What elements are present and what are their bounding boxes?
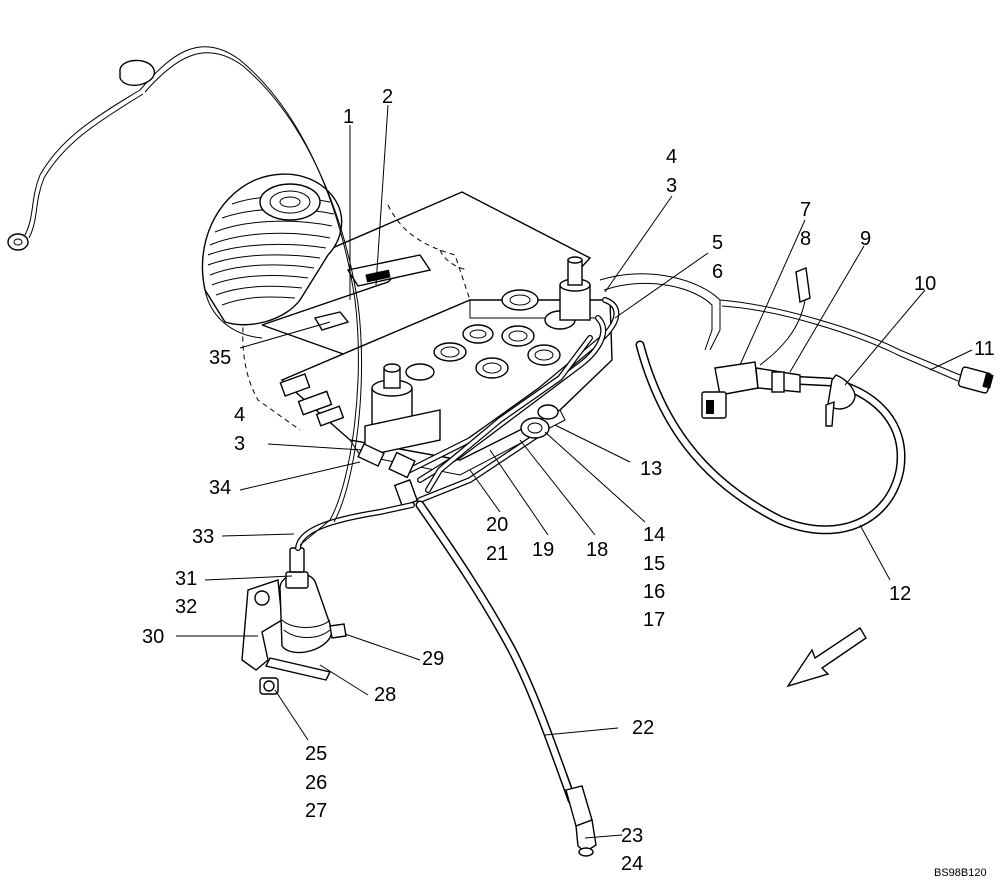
callout-29: 29 — [422, 648, 444, 670]
callout-31: 31 — [175, 568, 197, 590]
callout-23: 23 — [621, 825, 643, 847]
callout-18: 18 — [586, 539, 608, 561]
callout-11: 11 — [974, 338, 995, 360]
accumulator-assembly — [241, 547, 347, 695]
callout-3: 3 — [666, 175, 677, 197]
valve-ports — [405, 289, 576, 381]
steel-tubes — [407, 297, 620, 503]
callout-2: 2 — [382, 86, 393, 108]
callout-9: 9 — [860, 228, 871, 250]
callout-35: 35 — [209, 347, 231, 369]
callout-17: 17 — [643, 609, 665, 631]
callout-30: 30 — [142, 626, 164, 648]
callout-4: 4 — [234, 404, 245, 426]
callout-8: 8 — [800, 228, 811, 250]
forward-direction-arrow-icon — [786, 627, 867, 688]
callout-14: 14 — [643, 524, 665, 546]
clamp-10 — [825, 374, 856, 427]
tube-33 — [295, 502, 415, 551]
callout-12: 12 — [889, 583, 911, 605]
callout-4: 4 — [666, 146, 677, 168]
callout-27: 27 — [305, 800, 327, 822]
hose-22 — [415, 500, 597, 857]
callout-28: 28 — [374, 684, 396, 706]
callout-labels: 1 2 3 3 4 4 5 6 7 8 9 10 11 12 13 14 15 … — [142, 86, 995, 875]
sensor-7-8-9 — [701, 361, 801, 419]
hose-12 — [635, 340, 906, 535]
leader-lines — [176, 104, 973, 839]
solenoid-left — [364, 363, 441, 457]
control-valve-block — [279, 256, 613, 476]
callout-20: 20 — [486, 514, 508, 536]
callout-5: 5 — [712, 232, 723, 254]
callout-21: 21 — [486, 543, 508, 565]
callout-22: 22 — [632, 717, 654, 739]
callout-1: 1 — [343, 106, 354, 128]
callout-34: 34 — [209, 477, 231, 499]
left-fittings — [279, 373, 345, 427]
harness-11 — [599, 267, 994, 394]
callout-15: 15 — [643, 553, 665, 575]
callout-19: 19 — [532, 539, 554, 561]
callout-32: 32 — [175, 596, 197, 618]
callout-3: 3 — [234, 433, 245, 455]
callout-24: 24 — [621, 853, 643, 875]
callout-7: 7 — [800, 199, 811, 221]
image-code: BS98B120 — [934, 867, 987, 879]
callout-16: 16 — [643, 581, 665, 603]
solenoid-right — [559, 256, 591, 321]
callout-10: 10 — [914, 273, 936, 295]
callout-33: 33 — [192, 526, 214, 548]
decal-panel — [313, 254, 432, 331]
seat-cushion — [201, 173, 343, 339]
callout-6: 6 — [712, 261, 723, 283]
callout-26: 26 — [305, 772, 327, 794]
lower-fittings — [357, 443, 419, 507]
callout-13: 13 — [640, 458, 662, 480]
ground-cable — [7, 46, 363, 546]
callout-25: 25 — [305, 743, 327, 765]
